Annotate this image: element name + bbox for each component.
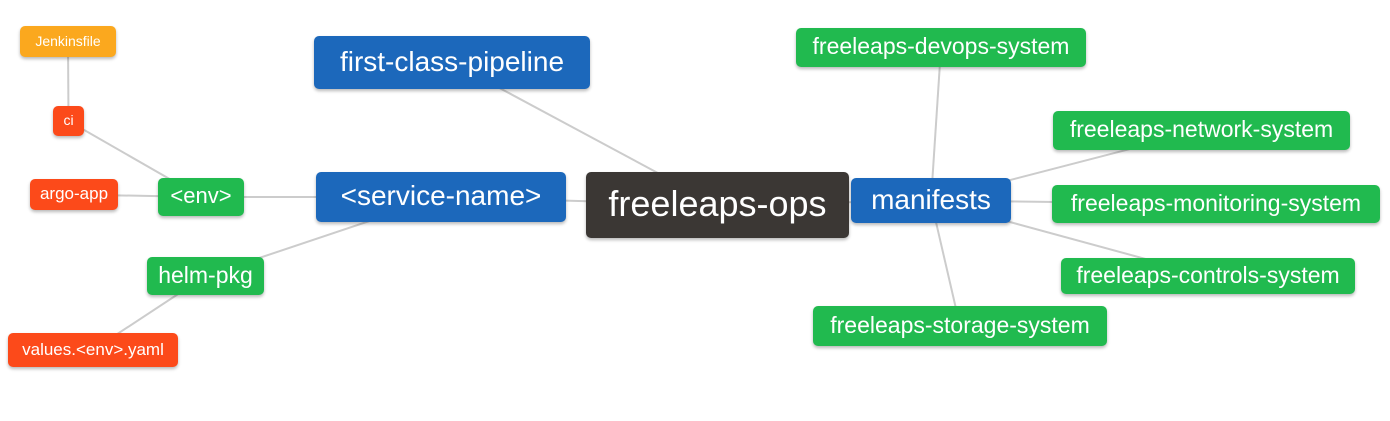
node-label: ci [63,112,74,128]
node-service-name[interactable]: <service-name> [316,172,566,222]
node-label: helm-pkg [158,261,253,288]
node-env[interactable]: <env> [158,178,244,216]
node-label: freeleaps-monitoring-system [1070,189,1362,216]
node-storage-system[interactable]: freeleaps-storage-system [813,306,1107,346]
node-label: values.<env>.yaml [22,339,164,359]
node-jenkinsfile[interactable]: Jenkinsfile [20,26,116,57]
node-devops-system[interactable]: freeleaps-devops-system [796,28,1086,67]
node-label: freeleaps-controls-system [1076,261,1340,288]
node-monitoring-system[interactable]: freeleaps-monitoring-system [1052,185,1380,223]
node-values-env-yaml[interactable]: values.<env>.yaml [8,333,178,367]
node-label: freeleaps-ops [608,183,827,224]
node-manifests[interactable]: manifests [851,178,1011,223]
node-label: freeleaps-network-system [1069,116,1334,142]
node-label: manifests [871,183,991,215]
node-label: freeleaps-devops-system [812,33,1070,59]
node-label: <service-name> [340,180,542,211]
node-helm-pkg[interactable]: helm-pkg [147,257,264,295]
node-controls-system[interactable]: freeleaps-controls-system [1061,258,1355,294]
node-ci[interactable]: ci [53,106,84,136]
node-first-class-pipeline[interactable]: first-class-pipeline [314,36,590,89]
edge-manifests--devops-system [930,47,942,201]
node-label: freeleaps-storage-system [830,311,1090,338]
node-label: Jenkinsfile [35,32,101,49]
node-label: first-class-pipeline [339,45,565,77]
node-label: <env> [170,183,232,208]
node-network-system[interactable]: freeleaps-network-system [1053,111,1350,150]
node-freeleaps-ops[interactable]: freeleaps-ops [586,172,849,238]
node-label: argo-app [39,184,109,203]
node-argo-app[interactable]: argo-app [30,179,118,210]
